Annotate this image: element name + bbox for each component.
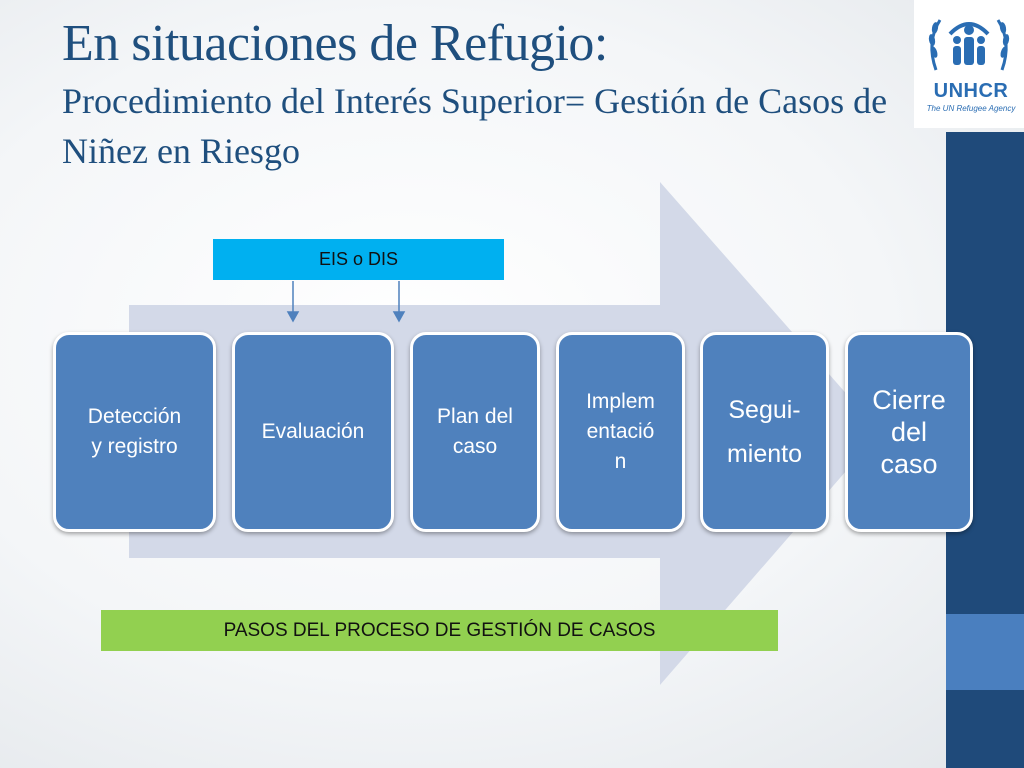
logo-wordmark: UNHCR	[933, 80, 1009, 102]
logo-tagline: The UN Refugee Agency	[926, 104, 1016, 113]
unhcr-emblem-icon	[928, 19, 1010, 71]
eis-dis-text: EIS o DIS	[318, 249, 399, 269]
title-subtitle: Procedimiento del Interés Superior= Gest…	[62, 81, 888, 171]
unhcr-logo: UNHCR The UN Refugee Agency	[914, 0, 1024, 128]
title-main: En situaciones de Refugio:	[62, 15, 608, 72]
step-seguimiento-label: Segui- miento	[726, 396, 803, 468]
step-deteccion-label: Detección y registro	[87, 405, 182, 458]
pasos-label: PASOS DEL PROCESO DE GESTIÓN DE CASOS	[101, 610, 778, 651]
eis-dis-label: EIS o DIS	[213, 239, 504, 280]
slide-title: En situaciones de Refugio: Procedimiento…	[62, 12, 902, 176]
step-implementacion-label: Implem entació n	[586, 390, 655, 473]
eis-arrow-right	[392, 281, 406, 323]
step-plan: Plan del caso	[410, 332, 540, 532]
eis-arrow-left	[286, 281, 300, 323]
step-evaluacion-label: Evaluación	[261, 420, 365, 443]
step-seguimiento: Segui- miento	[700, 332, 829, 532]
pasos-text: PASOS DEL PROCESO DE GESTIÓN DE CASOS	[223, 619, 656, 641]
step-plan-label: Plan del caso	[437, 405, 513, 458]
step-cierre: Cierre del caso	[845, 332, 973, 532]
side-bar-bottom	[946, 690, 1024, 768]
step-deteccion: Detección y registro	[53, 332, 216, 532]
step-cierre-label: Cierre del caso	[872, 385, 946, 479]
side-bar-middle	[946, 614, 1024, 690]
step-evaluacion: Evaluación	[232, 332, 394, 532]
step-implementacion: Implem entació n	[556, 332, 685, 532]
